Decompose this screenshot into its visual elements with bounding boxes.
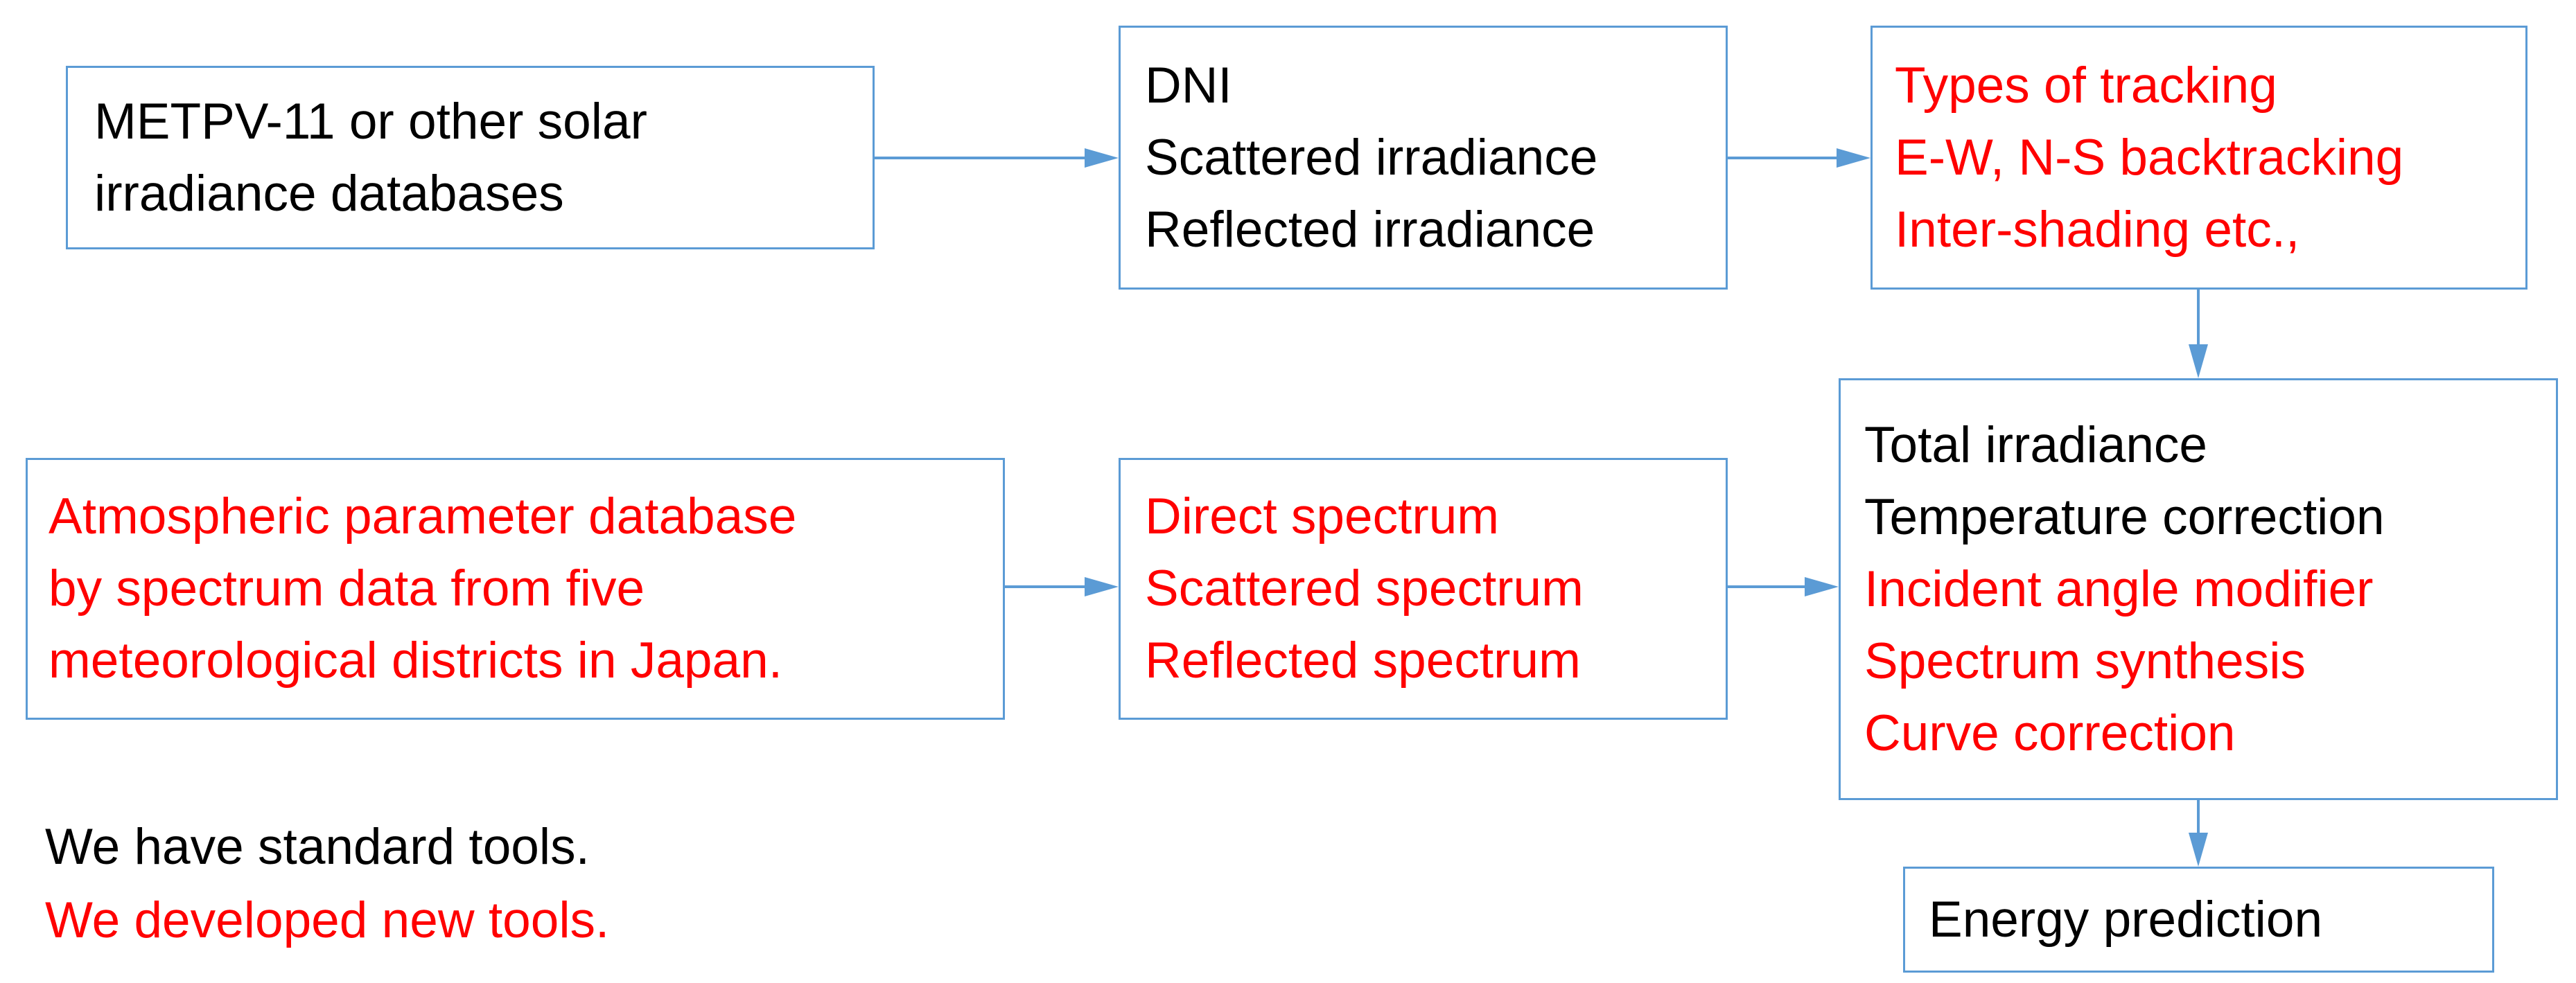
solar-db-line-2: irradiance databases [94,165,564,222]
tracking-line-inter-shading: Inter-shading etc., [1895,201,2300,258]
irradiance-line-dni: DNI [1145,57,1232,114]
corrections-line-curve: Curve correction [1864,705,2236,761]
corrections-line-total-irradiance: Total irradiance [1864,416,2208,473]
corrections-box: Total irradiance Temperature correction … [1839,378,2558,800]
tracking-line-backtracking: E-W, N-S backtracking [1895,129,2404,186]
corrections-line-incident-angle: Incident angle modifier [1864,560,2374,617]
legend-new-tools: We developed new tools. [45,892,610,948]
spectrum-line-direct: Direct spectrum [1145,488,1500,544]
legend: We have standard tools. We developed new… [45,811,609,957]
atmospheric-db-box: Atmospheric parameter database by spectr… [26,458,1005,720]
solar-db-box: METPV-11 or other solar irradiance datab… [66,66,875,249]
spectrum-line-scattered: Scattered spectrum [1145,560,1584,617]
irradiance-components-box: DNI Scattered irradiance Reflected irrad… [1119,26,1728,290]
corrections-line-spectrum-synthesis: Spectrum synthesis [1864,632,2306,689]
spectrum-components-box: Direct spectrum Scattered spectrum Refle… [1119,458,1728,720]
atmospheric-line-2: by spectrum data from five [49,560,645,617]
legend-standard-tools: We have standard tools. [45,819,590,875]
tracking-line-types: Types of tracking [1895,57,2277,114]
irradiance-line-reflected: Reflected irradiance [1145,201,1595,258]
spectrum-line-reflected: Reflected spectrum [1145,632,1581,689]
energy-prediction-box: Energy prediction [1903,867,2494,973]
atmospheric-line-3: meteorological districts in Japan. [49,632,782,689]
corrections-line-temperature: Temperature correction [1864,488,2385,545]
atmospheric-line-1: Atmospheric parameter database [49,488,797,544]
irradiance-line-scattered: Scattered irradiance [1145,129,1598,186]
tracking-box: Types of tracking E-W, N-S backtracking … [1870,26,2527,290]
solar-db-line-1: METPV-11 or other solar [94,93,647,150]
energy-prediction-label: Energy prediction [1929,891,2323,948]
